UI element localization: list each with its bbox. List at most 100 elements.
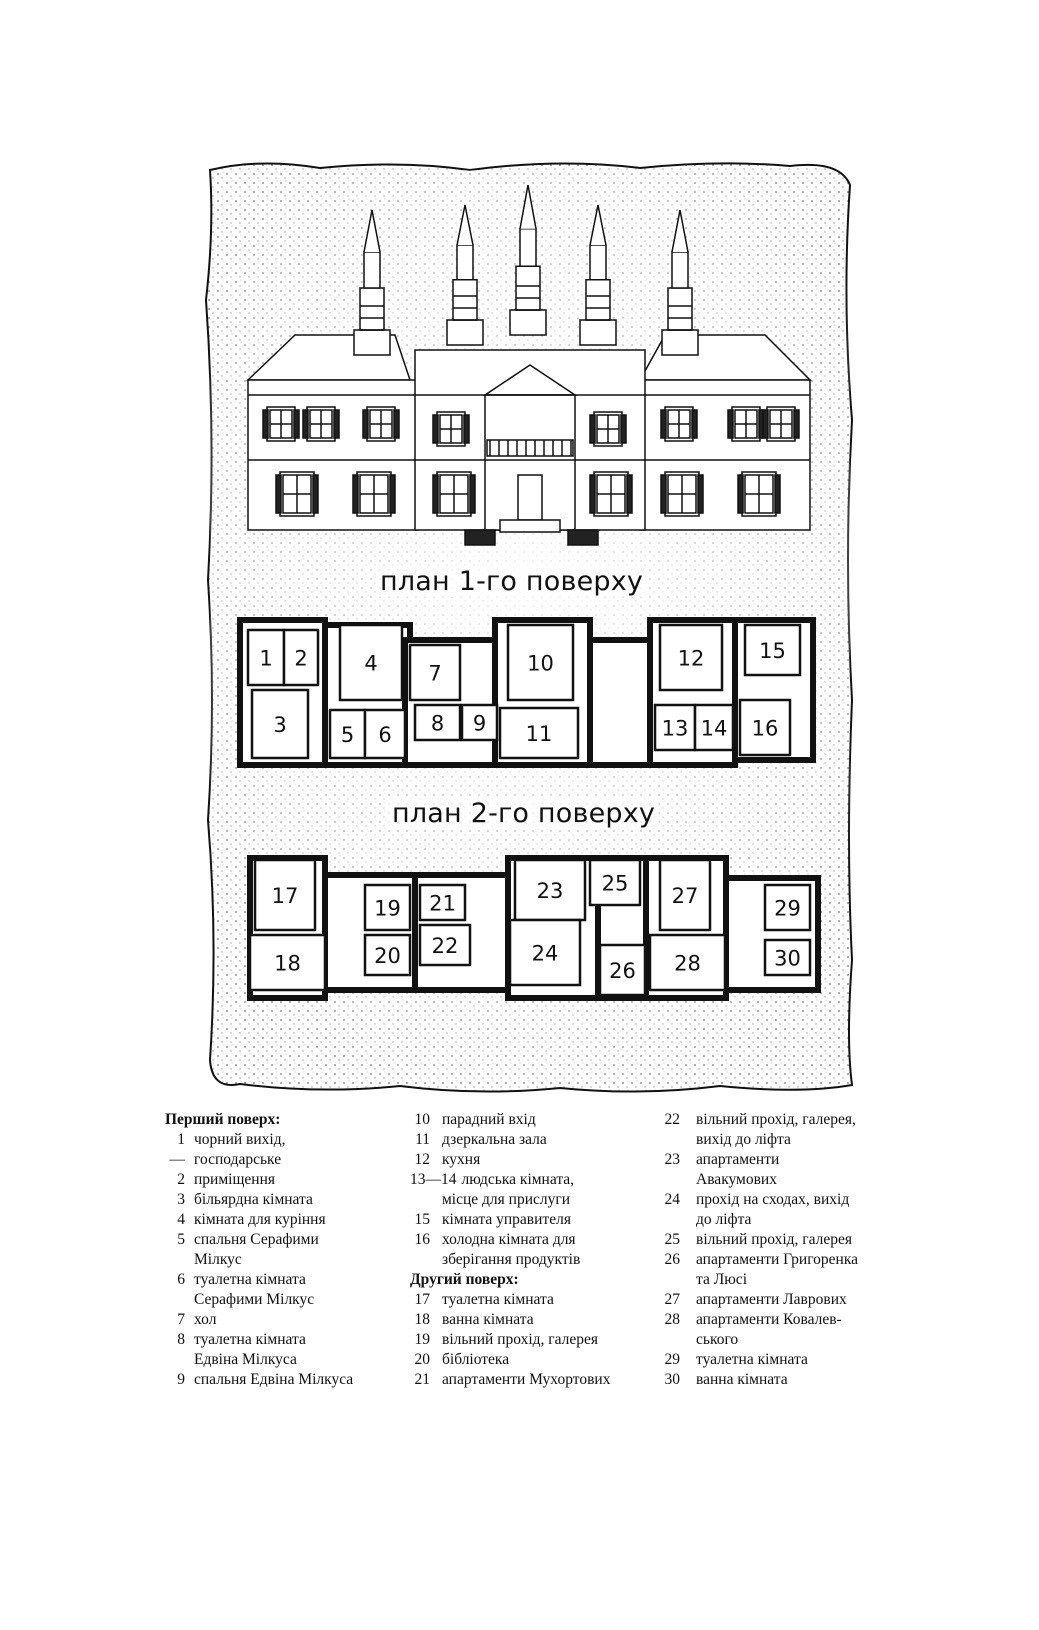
legend-text-line: ванна кімната [442, 1311, 534, 1328]
legend-text-line: парадний вхід [442, 1111, 536, 1128]
plan-room-number: 18 [274, 952, 301, 976]
legend-text-line: місце для прислуги [442, 1191, 571, 1208]
plan-room-number: 17 [272, 884, 299, 908]
legend-room-description: вільний прохід, галерея,вихід до ліфта [696, 1110, 900, 1150]
legend-text-line: приміщення [194, 1171, 275, 1188]
legend-room-number: 1—2 [169, 1131, 186, 1188]
plan-room [506, 623, 575, 702]
legend-room-description: прохід на сходах, вихід до ліфта [696, 1190, 900, 1230]
legend-room-description: хол [194, 1310, 405, 1330]
legend-room-description: ванна кімната [696, 1370, 900, 1390]
plan-wall [587, 637, 653, 768]
plan-room [248, 933, 327, 992]
legend-room-number: 8 [177, 1331, 185, 1348]
plan-room [418, 923, 472, 967]
plan-room-number: 15 [759, 639, 786, 663]
plan-room [693, 703, 735, 752]
legend-room-number: 5 [177, 1231, 185, 1248]
legend-room-description: кухня [442, 1150, 655, 1170]
legend-room-description: кімната управителя [442, 1210, 655, 1230]
legend-room-description: вільний прохід, галерея [442, 1330, 655, 1350]
legend-entry: 21 апартаменти Мухортових [410, 1370, 655, 1390]
legend-heading-first-floor: Перший поверх: [165, 1111, 281, 1128]
plan-room-number: 11 [526, 722, 553, 746]
legend-text-line: бібліотека [442, 1351, 510, 1368]
legend-room-number: 3 [177, 1191, 185, 1208]
plan-room-number: 10 [527, 652, 554, 676]
plan-room-number: 19 [374, 897, 401, 921]
plan-room-number: 14 [701, 717, 728, 741]
plan-room-number: 21 [429, 892, 456, 916]
legend-room-number: 11 [415, 1131, 430, 1148]
plan-room-number: 9 [473, 712, 486, 736]
plan-room [648, 933, 727, 992]
legend-room-number: 18 [414, 1311, 431, 1328]
plan-room-number: 20 [374, 944, 401, 968]
legend-text-line: апартаменти Григоренка [696, 1251, 859, 1268]
legend-text-line: вільний прохід, галерея, [696, 1111, 856, 1128]
legend-text-line: апартаменти Ковалев- [696, 1311, 842, 1328]
legend-text-line: зберігання продуктів [442, 1251, 581, 1268]
plan-room-number: 4 [364, 652, 377, 676]
legend-room-number: 12 [414, 1151, 431, 1168]
legend-entry: 18 ванна кімната [410, 1310, 655, 1330]
plan-room-number: 1 [259, 647, 272, 671]
plan-room [282, 628, 320, 687]
legend-room-number: 21 [414, 1371, 431, 1388]
plan-room [418, 883, 467, 922]
legend-text-line: до ліфта [696, 1211, 752, 1228]
plan-room-number: 29 [774, 897, 801, 921]
legend-entry: 3 більярдна кімната [165, 1190, 405, 1210]
legend-room-description: спальня Едвіна Мілкуса [194, 1370, 405, 1390]
legend-room-number: 27 [664, 1291, 681, 1308]
legend-room-description: парадний вхід [442, 1110, 655, 1130]
legend-text-line: кімната управителя [442, 1211, 571, 1228]
mansion-facade [246, 184, 812, 546]
legend-text-line: дзеркальна зала [442, 1131, 547, 1148]
plan-room-number: 23 [537, 879, 564, 903]
plan-room [253, 858, 317, 932]
plan-room [763, 883, 812, 932]
plan-room-number: 7 [428, 662, 441, 686]
plan-room-number: 2 [294, 647, 307, 671]
plan-room [363, 933, 412, 977]
plan-room-number: 5 [341, 723, 354, 747]
plan-room-number: 13 [662, 717, 689, 741]
legend-text-line: спальня Едвіна Мілкуса [194, 1371, 354, 1388]
legend-text-line: Мілкус [194, 1251, 242, 1268]
legend-room-number: 24 [664, 1191, 681, 1208]
legend-text-line: більярдна кімната [194, 1191, 313, 1208]
plan-room [338, 623, 404, 702]
legend-room-number: 19 [414, 1331, 431, 1348]
legend-entry: 24 прохід на сходах, вихід до ліфта [660, 1190, 900, 1230]
plan-room [658, 858, 712, 932]
legend-room-number: 13—14 [410, 1171, 457, 1188]
plan-room [413, 703, 462, 742]
legend-text-line: прохід на сходах, вихід [696, 1191, 850, 1208]
plan-room [508, 918, 582, 987]
plan-room-number: 27 [672, 884, 699, 908]
legend-room-description: бібліотека [442, 1350, 655, 1370]
plan-room [460, 703, 499, 742]
legend-text-line: апартаменти Мухортових [442, 1371, 611, 1388]
floor1-plan-title: план 1-го поверху [376, 566, 648, 597]
plan-room [738, 698, 792, 757]
legend-entry: 19 вільний прохід, галерея [410, 1330, 655, 1350]
